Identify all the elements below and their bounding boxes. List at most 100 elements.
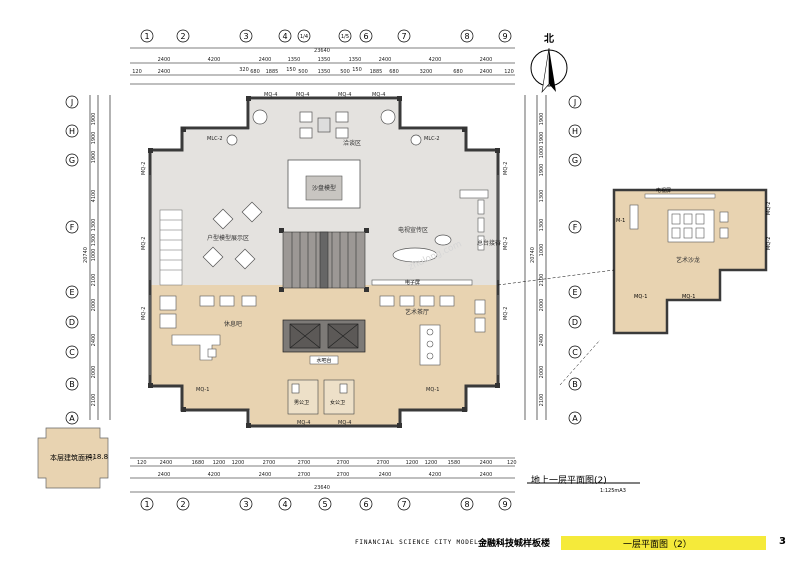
room-art-salon: 艺术茶厅 <box>405 308 429 316</box>
svg-text:MQ-1: MQ-1 <box>682 294 695 300</box>
sub-plan-title: 地上一层平面图(2) <box>531 476 607 486</box>
svg-text:G: G <box>69 156 75 165</box>
col-7-top: 7 <box>397 29 411 43</box>
svg-text:1900: 1900 <box>539 132 545 145</box>
svg-text:A: A <box>69 414 75 423</box>
svg-text:6: 6 <box>363 500 368 509</box>
svg-text:MQ-1: MQ-1 <box>426 387 439 393</box>
svg-text:9: 9 <box>502 32 507 41</box>
left-stair <box>159 209 183 286</box>
col-8-top: 8 <box>460 29 474 43</box>
svg-text:2700: 2700 <box>298 472 311 478</box>
svg-text:MQ-1: MQ-1 <box>634 294 647 300</box>
svg-text:B: B <box>69 380 75 389</box>
svg-text:1200: 1200 <box>425 460 438 466</box>
row-markers-left: J H G F E D C B A <box>65 95 79 425</box>
svg-text:MQ-4: MQ-4 <box>264 92 277 98</box>
svg-text:2400: 2400 <box>158 69 171 75</box>
svg-text:2700: 2700 <box>263 460 276 466</box>
unit-model-stands <box>202 201 263 270</box>
svg-text:1350: 1350 <box>288 57 301 63</box>
svg-text:2400: 2400 <box>480 472 493 478</box>
elevators <box>282 319 366 353</box>
svg-text:1580: 1580 <box>448 460 461 466</box>
left-dimensions <box>89 95 111 420</box>
room-negotiation: 洽谈区 <box>343 139 361 147</box>
svg-text:2400: 2400 <box>480 69 493 75</box>
svg-text:2700: 2700 <box>377 460 390 466</box>
room-rest-bar: 休息吧 <box>224 320 242 328</box>
svg-text:2700: 2700 <box>337 472 350 478</box>
svg-text:1000: 1000 <box>539 244 545 257</box>
reception-desks <box>459 189 489 251</box>
svg-text:MLC-2: MLC-2 <box>207 136 223 142</box>
svg-text:4200: 4200 <box>208 57 221 63</box>
svg-text:J: J <box>573 98 576 107</box>
svg-text:3: 3 <box>243 32 248 41</box>
svg-text:1: 1 <box>144 500 149 509</box>
svg-text:8: 8 <box>464 500 469 509</box>
bottom-dimensions <box>130 457 515 493</box>
svg-text:M-1: M-1 <box>616 218 625 224</box>
svg-text:1350: 1350 <box>349 57 362 63</box>
svg-text:J: J <box>70 98 73 107</box>
svg-text:2400: 2400 <box>539 334 545 347</box>
svg-text:5: 5 <box>322 500 327 509</box>
svg-text:2400: 2400 <box>480 460 493 466</box>
door-tags-main: MQ-4 MQ-4 MQ-4 MQ-4 MLC-2 MLC-2 MQ-1 MQ-… <box>141 92 509 426</box>
north-label: 北 <box>544 34 554 45</box>
svg-text:B: B <box>572 380 578 389</box>
svg-text:E: E <box>69 288 74 297</box>
svg-text:1200: 1200 <box>213 460 226 466</box>
svg-text:2400: 2400 <box>160 460 173 466</box>
svg-text:2400: 2400 <box>91 334 97 347</box>
svg-text:MQ-2: MQ-2 <box>141 162 147 175</box>
sand-table-model <box>305 175 343 201</box>
svg-text:4200: 4200 <box>429 472 442 478</box>
svg-text:500: 500 <box>298 69 308 75</box>
col-6-top: 6 <box>359 29 373 43</box>
svg-text:1900: 1900 <box>91 113 97 126</box>
svg-text:1300: 1300 <box>539 190 545 203</box>
svg-text:8: 8 <box>464 32 469 41</box>
right-dim-text: 1900 1900 1000 1900 1300 1300 1000 2100 … <box>530 113 545 407</box>
svg-text:MQ-2: MQ-2 <box>766 237 772 250</box>
svg-text:2000: 2000 <box>91 299 97 312</box>
row-markers-right: J H G F E D C B A <box>568 95 582 425</box>
svg-text:MQ-4: MQ-4 <box>338 420 351 426</box>
svg-text:2700: 2700 <box>298 460 311 466</box>
svg-text:680: 680 <box>453 69 463 75</box>
room-reception: 总台接待 <box>477 239 501 247</box>
svg-text:9: 9 <box>502 500 507 509</box>
svg-text:2400: 2400 <box>259 57 272 63</box>
svg-text:MQ-2: MQ-2 <box>766 202 772 215</box>
svg-text:D: D <box>572 318 578 327</box>
svg-text:2100: 2100 <box>539 394 545 407</box>
svg-text:2: 2 <box>180 32 185 41</box>
col-1-4-top: 1/4 <box>297 29 311 43</box>
room-female-wc: 女公卫 <box>330 399 345 406</box>
svg-text:1300: 1300 <box>91 219 97 232</box>
footer-sheet-name: 一层平面图（2） <box>623 540 692 550</box>
svg-text:MQ-2: MQ-2 <box>503 307 509 320</box>
top-dim-row1: 2400 4200 2400 1350 1350 1350 2400 4200 … <box>158 57 493 63</box>
svg-text:2700: 2700 <box>337 460 350 466</box>
room-e-screen: 电子屏 <box>405 279 420 286</box>
svg-text:MQ-2: MQ-2 <box>503 237 509 250</box>
svg-text:2100: 2100 <box>91 394 97 407</box>
svg-text:1350: 1350 <box>318 69 331 75</box>
svg-text:2400: 2400 <box>158 57 171 63</box>
tan-floor-area <box>150 285 497 425</box>
svg-text:1/4: 1/4 <box>300 34 308 40</box>
svg-text:20740: 20740 <box>83 247 89 263</box>
svg-text:1885: 1885 <box>370 69 383 75</box>
art-salon-furniture <box>379 295 486 366</box>
col-1-top: 1 <box>140 29 154 43</box>
sub-plan-scale: 1:125mA3 <box>600 488 626 494</box>
svg-text:G: G <box>572 156 578 165</box>
col-2-top: 2 <box>176 29 190 43</box>
col-9-top: 9 <box>498 29 512 43</box>
col-3-top: 3 <box>239 29 253 43</box>
